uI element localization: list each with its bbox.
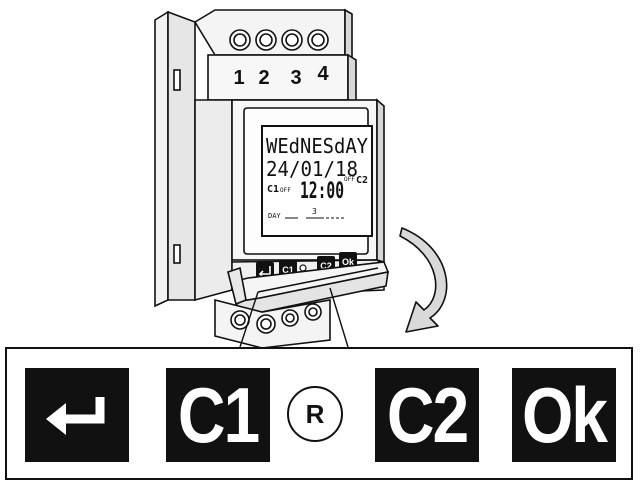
svg-text:C2: C2 bbox=[320, 261, 332, 271]
svg-text:C1: C1 bbox=[282, 265, 294, 275]
callout-lines bbox=[239, 287, 349, 348]
enter-key[interactable] bbox=[25, 368, 129, 462]
svg-text:Ok: Ok bbox=[342, 257, 355, 267]
lcd-display: WEdNESdAY 24/01/18 C1 OFF 12:00 OFF C2 D… bbox=[261, 125, 373, 237]
enter-arrow-icon bbox=[46, 397, 105, 435]
c2-key[interactable]: C2 bbox=[375, 368, 479, 462]
lcd-date: 24/01/18 bbox=[266, 157, 358, 181]
button-zoom-panel: C1 R C2 Ok bbox=[5, 347, 633, 480]
c2-key-label: C2 bbox=[386, 371, 469, 459]
reset-key[interactable]: R bbox=[287, 386, 343, 442]
terminal-screw-2 bbox=[255, 29, 277, 51]
din-rail-clip bbox=[154, 10, 196, 308]
bottom-screw-4 bbox=[304, 303, 322, 321]
terminal-numbers: 1 2 3 4 bbox=[233, 63, 329, 89]
device-key-reset[interactable] bbox=[299, 264, 307, 272]
lcd-day-label: DAY bbox=[268, 212, 281, 220]
bottom-screw-2 bbox=[256, 314, 276, 334]
lcd-channel2-label: C2 bbox=[356, 175, 368, 186]
bottom-screw-3 bbox=[281, 309, 299, 327]
ok-key[interactable]: Ok bbox=[512, 368, 616, 462]
terminal-screw-4 bbox=[307, 29, 329, 51]
terminal-number-4: 4 bbox=[317, 63, 329, 85]
terminal-screw-3 bbox=[281, 29, 303, 51]
c1-key[interactable]: C1 bbox=[166, 368, 270, 462]
top-terminal-block bbox=[193, 8, 357, 104]
ok-key-label: Ok bbox=[521, 371, 608, 459]
lcd-day-value: 3 bbox=[312, 207, 317, 216]
terminal-number-3: 3 bbox=[290, 67, 301, 89]
lcd-channel1-label: C1 bbox=[267, 184, 279, 195]
protective-cover-open bbox=[227, 261, 390, 315]
reset-key-label: R bbox=[305, 398, 325, 429]
terminal-number-1: 1 bbox=[233, 67, 244, 89]
lcd-time: 12:00 bbox=[300, 179, 344, 204]
lcd-day-name: WEdNESdAY bbox=[266, 134, 368, 158]
curved-arrow-icon bbox=[399, 227, 448, 333]
c1-key-label: C1 bbox=[177, 371, 260, 459]
lcd-channel1-state: OFF bbox=[280, 187, 291, 194]
terminal-number-2: 2 bbox=[258, 67, 269, 89]
terminal-screw-1 bbox=[229, 29, 251, 51]
lcd-channel2-state: OFF bbox=[344, 176, 355, 183]
